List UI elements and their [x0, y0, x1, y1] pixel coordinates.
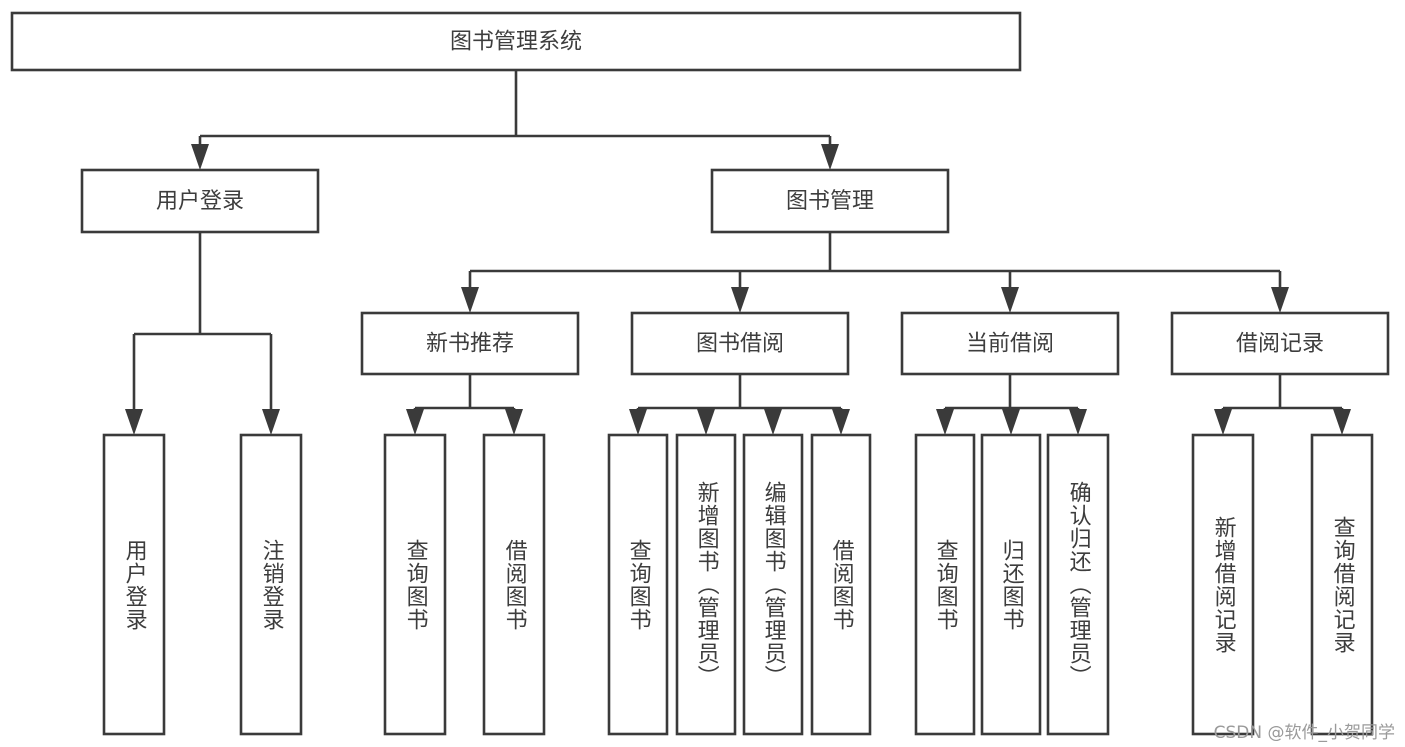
arrow-head-icon [1271, 287, 1289, 313]
node-book-borrow[interactable]: 图书借阅 [630, 311, 850, 376]
node-leaf-return-book[interactable] [980, 433, 1042, 736]
arrow-head-icon [262, 409, 280, 435]
node-book-manage[interactable]: 图书管理 [710, 168, 950, 234]
node-box [102, 433, 166, 736]
arrow-head-icon [505, 409, 523, 435]
node-box [980, 433, 1042, 736]
node-leaf-confirm-return[interactable] [1046, 433, 1110, 736]
node-leaf-edit-book[interactable] [742, 433, 804, 736]
node-current-borrow[interactable]: 当前借阅 [900, 311, 1120, 376]
node-box [630, 311, 850, 376]
arrow-head-icon [936, 409, 954, 435]
arrow-head-icon [764, 409, 782, 435]
arrow-head-icon [1214, 409, 1232, 435]
node-box [742, 433, 804, 736]
arrow-head-icon [125, 409, 143, 435]
node-box [360, 311, 580, 376]
node-label: 借阅记录 [1236, 332, 1324, 357]
node-box [1170, 311, 1390, 376]
arrow-head-icon [1001, 287, 1019, 313]
node-box [900, 311, 1120, 376]
node-borrow-record[interactable]: 借阅记录 [1170, 311, 1390, 376]
node-box [810, 433, 872, 736]
arrow-head-icon [697, 409, 715, 435]
node-box [1191, 433, 1255, 736]
arrow-head-icon [1333, 409, 1351, 435]
arrow-head-icon [731, 287, 749, 313]
arrow-head-icon [821, 144, 839, 170]
node-user-login[interactable]: 用户登录 [80, 168, 320, 234]
node-new-book-rec[interactable]: 新书推荐 [360, 311, 580, 376]
arrow-head-icon [629, 409, 647, 435]
node-leaf-query-book-bb[interactable] [607, 433, 669, 736]
node-label: 当前借阅 [966, 332, 1054, 357]
node-box [675, 433, 737, 736]
arrow-head-icon [832, 409, 850, 435]
node-box [1046, 433, 1110, 736]
node-label: 图书管理系统 [450, 30, 582, 55]
node-box [482, 433, 546, 736]
node-label: 图书管理 [786, 189, 874, 214]
node-leaf-borrow-book-new[interactable] [482, 433, 546, 736]
node-label: 新书推荐 [426, 332, 514, 357]
node-box [1310, 433, 1374, 736]
node-leaf-query-book-new[interactable] [383, 433, 447, 736]
node-leaf-borrow-book-bb[interactable] [810, 433, 872, 736]
node-box [710, 168, 950, 234]
node-leaf-add-record[interactable] [1191, 433, 1255, 736]
node-label: 图书借阅 [696, 332, 784, 357]
arrow-head-icon [406, 409, 424, 435]
node-leaf-query-book-cb[interactable] [914, 433, 976, 736]
node-box [239, 433, 303, 736]
node-box [80, 168, 320, 234]
node-label: 用户登录 [156, 189, 244, 214]
node-leaf-user-login[interactable] [102, 433, 166, 736]
node-box [383, 433, 447, 736]
node-leaf-query-record[interactable] [1310, 433, 1374, 736]
arrow-head-icon [191, 144, 209, 170]
node-box [10, 11, 1022, 72]
node-root[interactable]: 图书管理系统 [10, 11, 1022, 72]
watermark: CSDN @软件_小贺同学 [1213, 723, 1395, 743]
arrow-head-icon [1002, 409, 1020, 435]
node-box [607, 433, 669, 736]
arrow-head-icon [461, 287, 479, 313]
arrow-head-icon [1069, 409, 1087, 435]
node-box [914, 433, 976, 736]
node-leaf-logout-login[interactable] [239, 433, 303, 736]
node-leaf-add-book[interactable] [675, 433, 737, 736]
